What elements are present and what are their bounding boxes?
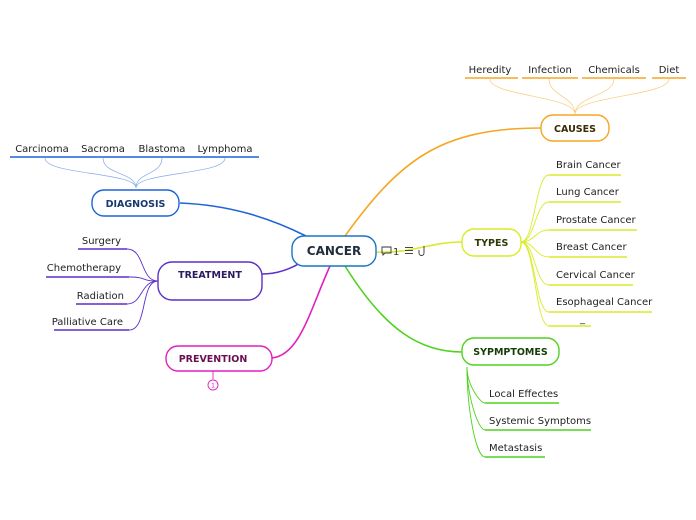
types-child[interactable]: Brain Cancer	[549, 160, 621, 176]
diagnosis-subconnectors	[44, 157, 226, 189]
diagnosis-topic[interactable]: DIAGNOSIS	[91, 189, 180, 217]
svg-text:Metastasis: Metastasis	[489, 443, 542, 454]
prevention-topic[interactable]: PREVENTION	[165, 345, 273, 372]
svg-text:Systemic Symptoms: Systemic Symptoms	[489, 416, 591, 427]
svg-text:Diet: Diet	[659, 65, 680, 76]
symptoms-child[interactable]: Metastasis	[485, 443, 545, 458]
svg-text:Cervical Cancer: Cervical Cancer	[556, 270, 636, 281]
connector-causes	[344, 127, 542, 237]
treatment-child[interactable]: Radiation	[76, 291, 127, 305]
svg-text:Blastoma: Blastoma	[139, 144, 186, 155]
treatment-label: TREATMENT	[178, 270, 242, 281]
types-topic[interactable]: TYPES	[461, 228, 522, 257]
svg-text:Sacroma: Sacroma	[81, 144, 125, 155]
causes-child[interactable]: Chemicals	[582, 65, 646, 79]
causes-children: Heredity Infection Chemicals Diet	[465, 65, 686, 79]
attachment-icon[interactable]	[418, 246, 425, 256]
prevention-collapse-toggle[interactable]: 1	[207, 371, 219, 391]
diagnosis-children: Carcinoma Sacroma Blastoma Lymphoma	[10, 144, 259, 158]
svg-text:Breast Cancer: Breast Cancer	[556, 242, 627, 253]
comment-icon[interactable]	[381, 246, 392, 257]
svg-text:Local Effectes: Local Effectes	[489, 389, 558, 400]
svg-text:Chemotherapy: Chemotherapy	[47, 263, 121, 274]
types-label: TYPES	[475, 238, 509, 249]
central-topic[interactable]: CANCER	[291, 235, 377, 267]
svg-text:Surgery: Surgery	[82, 236, 121, 247]
connector-types	[375, 241, 463, 254]
svg-text:Carcinoma: Carcinoma	[15, 144, 69, 155]
svg-text:Lymphoma: Lymphoma	[198, 144, 253, 155]
symptoms-children: Local Effectes Systemic Symptoms Metasta…	[485, 389, 591, 458]
treatment-child[interactable]: Palliative Care	[52, 317, 129, 331]
svg-text:Radiation: Radiation	[77, 291, 124, 302]
causes-child[interactable]: Diet	[652, 65, 686, 79]
svg-text:Heredity: Heredity	[469, 65, 512, 76]
central-topic-label: CANCER	[307, 244, 361, 258]
treatment-child[interactable]: Chemotherapy	[46, 263, 129, 278]
diagnosis-child[interactable]: Carcinoma	[10, 144, 74, 158]
symptoms-child[interactable]: Systemic Symptoms	[485, 416, 591, 431]
svg-text:Brain Cancer: Brain Cancer	[556, 160, 621, 171]
treatment-children: Surgery Chemotherapy Radiation Palliativ…	[46, 236, 129, 331]
comment-count: 1	[393, 247, 399, 258]
causes-subconnectors	[489, 78, 670, 115]
types-child[interactable]: Prostate Cancer	[549, 215, 637, 231]
symptoms-topic[interactable]: SYPMPTOMES	[461, 337, 560, 366]
symptoms-subconnectors	[466, 366, 486, 458]
treatment-child[interactable]: Surgery	[78, 236, 127, 250]
prevention-collapsed-count: 1	[211, 383, 215, 390]
svg-text:Palliative Care: Palliative Care	[52, 317, 123, 328]
causes-child[interactable]: Infection	[522, 65, 578, 79]
causes-topic[interactable]: CAUSES	[540, 114, 610, 142]
types-child[interactable]: Breast Cancer	[549, 242, 627, 258]
svg-text:Infection: Infection	[528, 65, 572, 76]
types-child[interactable]: Cervical Cancer	[549, 270, 636, 286]
connector-prevention	[271, 265, 331, 359]
central-topic-indicators[interactable]: 1	[381, 246, 425, 258]
diagnosis-child[interactable]: Sacroma	[74, 144, 132, 158]
treatment-topic[interactable]: TREATMENT	[157, 261, 263, 301]
causes-label: CAUSES	[554, 124, 596, 135]
symptoms-child[interactable]: Local Effectes	[485, 389, 559, 404]
svg-text:Prostate Cancer: Prostate Cancer	[556, 215, 636, 226]
svg-text:_: _	[579, 314, 586, 325]
types-child[interactable]: Esophageal Cancer	[549, 297, 653, 313]
notes-icon[interactable]	[405, 247, 413, 254]
svg-text:Lung Cancer: Lung Cancer	[556, 187, 620, 198]
treatment-subconnectors	[126, 248, 159, 331]
types-child[interactable]: Lung Cancer	[549, 187, 621, 203]
types-children: Brain Cancer Lung Cancer Prostate Cancer…	[549, 160, 653, 327]
causes-child[interactable]: Heredity	[465, 65, 518, 79]
symptoms-label: SYPMPTOMES	[473, 347, 548, 358]
connector-symptoms	[344, 265, 463, 353]
prevention-label: PREVENTION	[179, 354, 248, 365]
svg-text:Chemicals: Chemicals	[588, 65, 640, 76]
types-subconnectors	[520, 174, 550, 327]
connector-diagnosis	[179, 202, 307, 237]
types-child[interactable]: _	[549, 314, 591, 327]
diagnosis-label: DIAGNOSIS	[106, 199, 166, 210]
diagnosis-child[interactable]: Lymphoma	[192, 144, 259, 158]
svg-text:Esophageal Cancer: Esophageal Cancer	[556, 297, 653, 308]
diagnosis-child[interactable]: Blastoma	[132, 144, 192, 158]
